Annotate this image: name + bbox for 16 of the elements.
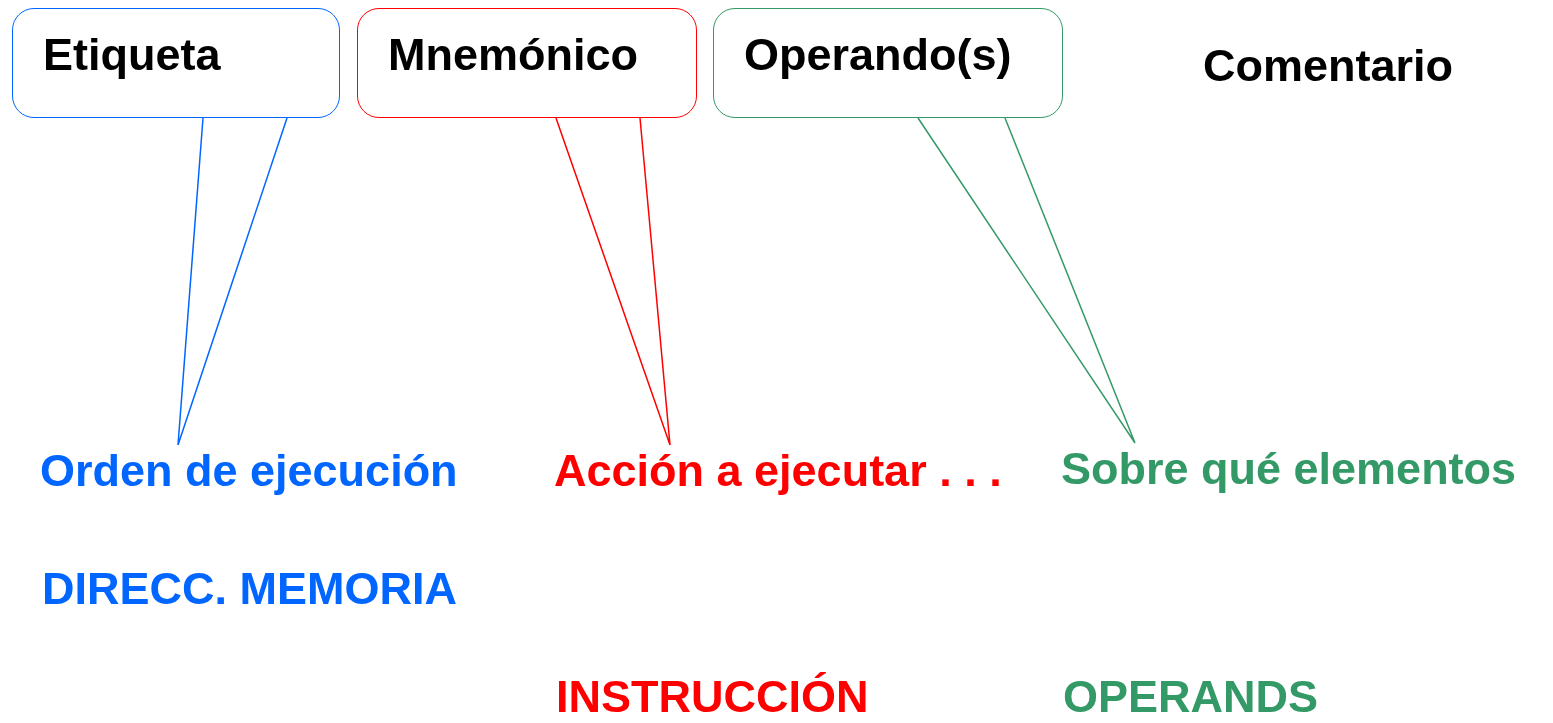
description-text: Orden de ejecución	[40, 445, 490, 497]
description-text: Acción a ejecutar . . .	[554, 445, 1019, 497]
speech-bubble	[12, 8, 340, 118]
bubble-title: Operando(s)	[744, 31, 1013, 79]
speech-bubble	[713, 8, 1063, 118]
speech-bubble	[357, 8, 697, 118]
field-label: Comentario	[1203, 40, 1454, 92]
callout-tail	[555, 117, 671, 446]
bubble-title: Mnemónico	[388, 31, 639, 79]
field-label: INSTRUCCIÓN	[556, 671, 869, 723]
description-text: Sobre qué elementos	[1061, 443, 1536, 495]
bubble-title: Etiqueta	[43, 31, 222, 79]
callout-tail	[177, 117, 288, 446]
field-label: OPERANDS	[1063, 671, 1319, 723]
field-label: DIRECC. MEMORIA	[42, 563, 457, 615]
callout-tail	[917, 117, 1136, 444]
